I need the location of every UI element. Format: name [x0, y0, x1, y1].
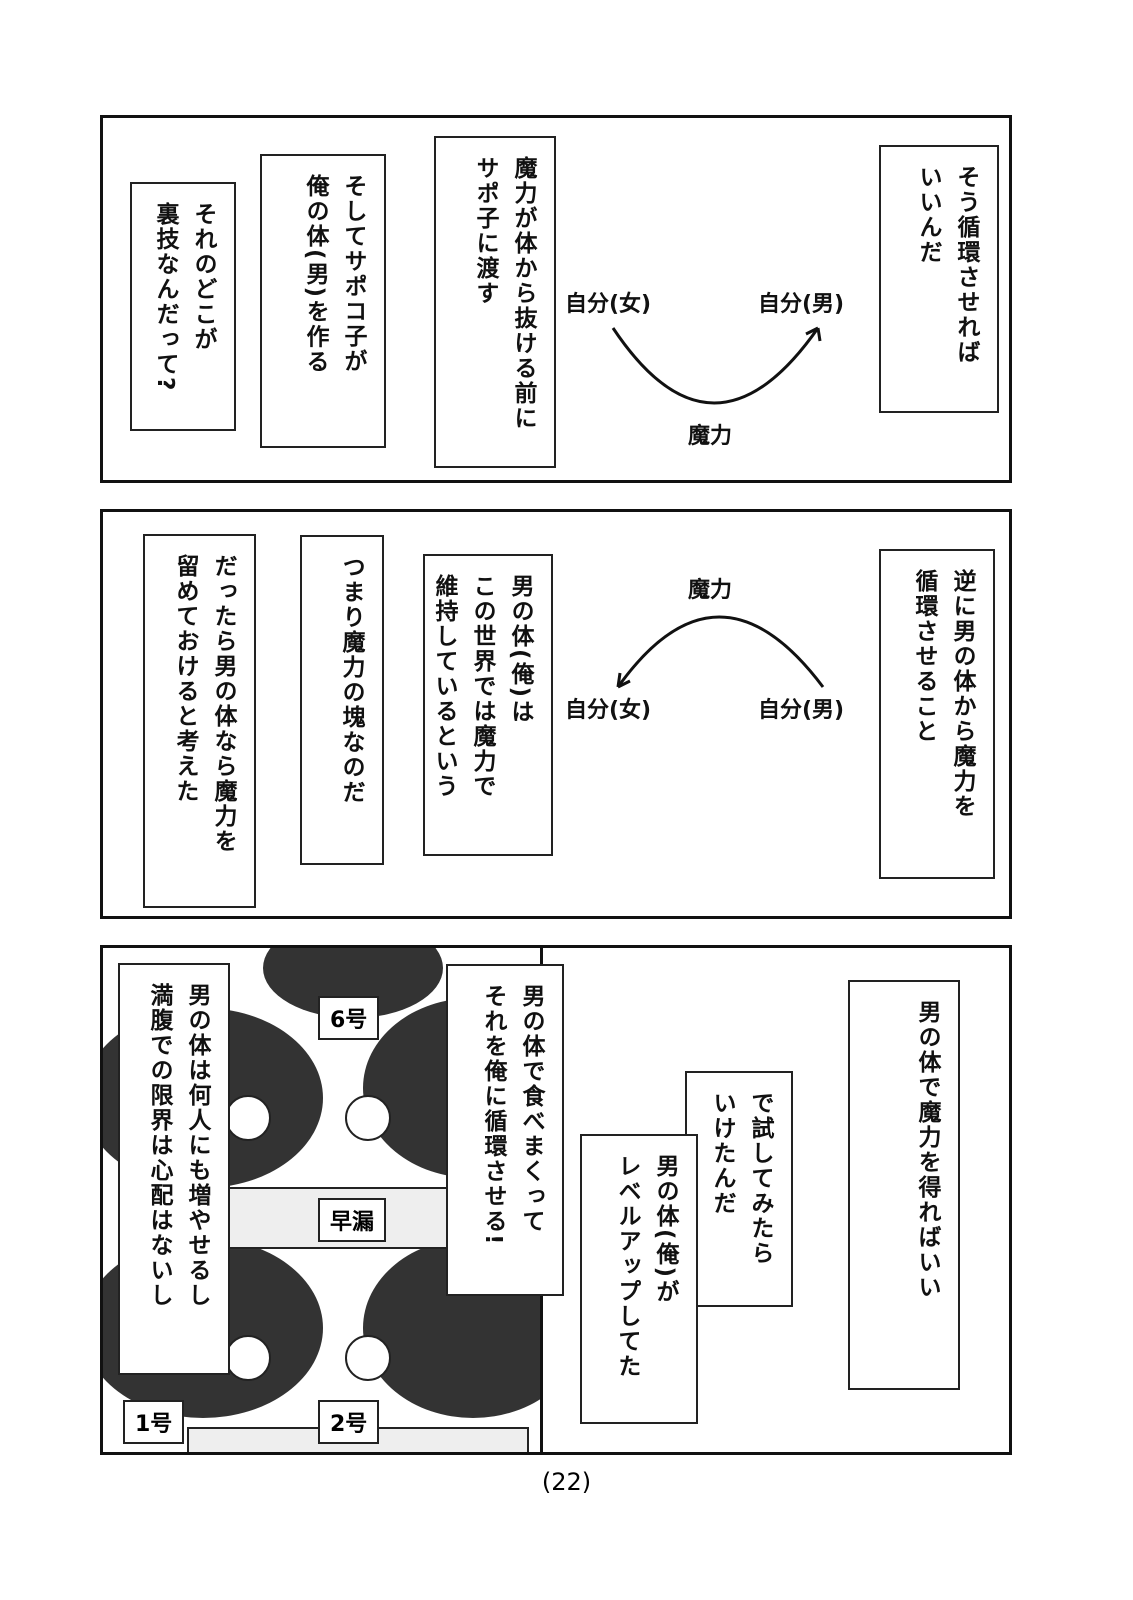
speech-box: それのどこが 裏技なんだって? — [130, 182, 236, 431]
speech-box: 男の体(俺)は この世界では魔力で 維持しているという — [423, 554, 553, 856]
speech-box: 魔力が体から抜ける前に サポ子に渡す — [434, 136, 556, 468]
clone-tag: 6号 — [318, 996, 380, 1040]
panel-2: 逆に男の体から魔力を 循環させること 自分(男) 自分(女) 魔力 男の体(俺)… — [100, 509, 1012, 919]
page-number: (22) — [541, 1468, 592, 1496]
clone-tag: 1号 — [123, 1400, 185, 1444]
clone-tag: 早漏 — [318, 1198, 387, 1242]
speech-box: だったら男の体なら魔力を 留めておけると考えた — [143, 534, 256, 908]
self-female-label: 自分(女) — [565, 698, 652, 723]
speech-box: 男の体で食べまくって それを俺に循環させる! — [446, 964, 564, 1296]
mana-arrow-icon — [616, 615, 825, 689]
clone-tag: 2号 — [318, 1400, 380, 1444]
mana-label: 魔力 — [688, 424, 733, 449]
panel-1: そう循環させれば いいんだ 自分(男) 自分(女) 魔力 魔力が体から抜ける前に… — [100, 115, 1012, 483]
speech-box: そしてサポコ子が 俺の体(男)を作る — [260, 154, 386, 448]
panel-3: 6号 早漏 1号 2号 男の体は何人にも増やせるし 満腹での限界は心配はないし … — [100, 945, 1012, 1455]
speech-box: 男の体で魔力を得ればいい — [848, 980, 960, 1390]
mana-arrow-icon — [611, 326, 822, 405]
self-female-label: 自分(女) — [565, 292, 652, 317]
speech-box: 男の体は何人にも増やせるし 満腹での限界は心配はないし — [118, 963, 230, 1375]
speech-box: 逆に男の体から魔力を 循環させること — [879, 549, 995, 879]
self-male-label: 自分(男) — [758, 698, 845, 723]
mana-label: 魔力 — [688, 578, 733, 603]
speech-box: 男の体(俺)が レベルアップしてた — [580, 1134, 698, 1424]
speech-box: つまり魔力の塊なのだ — [300, 535, 384, 865]
speech-box: そう循環させれば いいんだ — [879, 145, 999, 413]
self-male-label: 自分(男) — [758, 292, 845, 317]
speech-box: で試してみたら いけたんだ — [685, 1071, 793, 1307]
